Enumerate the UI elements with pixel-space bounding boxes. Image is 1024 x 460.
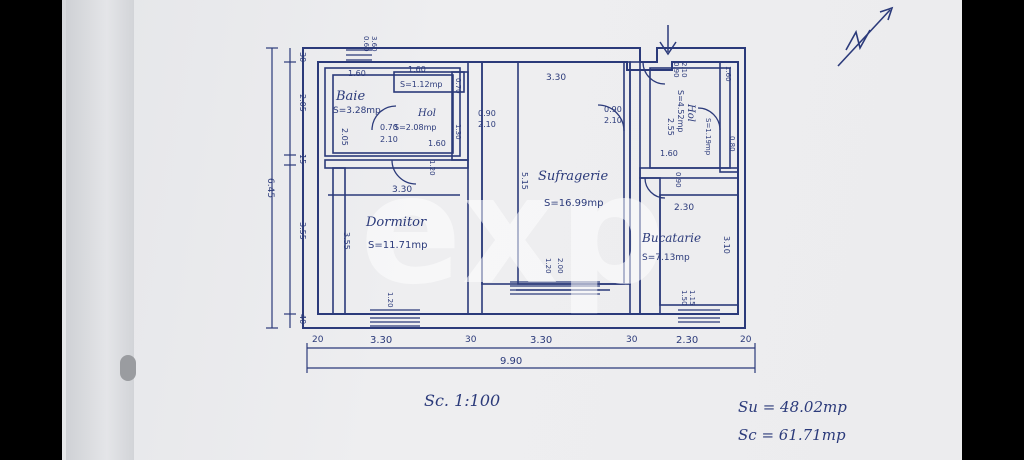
- partitions: [324, 61, 739, 315]
- window-top: 0.60: [362, 36, 370, 52]
- dim-left-top: 30: [298, 52, 307, 62]
- dimension-lines: [266, 47, 756, 373]
- dim-bottom-b: 3.30: [370, 335, 392, 346]
- dim-dormitor-height: 3.55: [342, 232, 351, 250]
- dim-hol1-a: 0.70: [380, 123, 398, 132]
- outer-walls: [302, 47, 746, 329]
- dim-bucatarie-height: 3.10: [722, 236, 731, 254]
- door-hol2: 0.90: [674, 172, 682, 188]
- door-dorm-h: 1.20: [428, 160, 436, 176]
- dim-bottom-e: 30: [626, 335, 638, 345]
- binder-ring: [120, 355, 136, 381]
- door-sufragerie: 1.20: [544, 258, 552, 274]
- dim-baie-height: 2.05: [340, 128, 349, 146]
- door-d2: 0.90: [604, 105, 622, 114]
- dim-left-baie: 2.05: [298, 94, 307, 112]
- dim-dormitor-width: 3.30: [392, 185, 412, 195]
- door-entry-b: 2.10: [680, 62, 688, 78]
- room-name-baie: Baie: [335, 89, 365, 104]
- dim-bottom-f: 2.30: [676, 335, 698, 346]
- dim-hol1-d: 1.30: [454, 124, 462, 140]
- room-area-dormitor: S=11.71mp: [368, 240, 427, 251]
- dim-left-dorm: 3.55: [298, 222, 307, 240]
- door-swings: [371, 61, 721, 199]
- dim-hol2-small-h: 0.80: [728, 136, 736, 152]
- paper-sheet: [62, 0, 962, 460]
- room-name-dormitor: Dormitor: [365, 215, 427, 230]
- area-su: Su = 48.02mp: [738, 398, 847, 416]
- dim-bottom-total: 9.90: [500, 356, 522, 367]
- north-arrow-icon: [837, 6, 894, 67]
- dim-sufragerie-width: 3.30: [546, 73, 566, 83]
- room-name-sufragerie: Sufragerie: [538, 169, 608, 184]
- door-d2b: 2.10: [604, 116, 622, 125]
- door-bucatarie-2: 1.15: [688, 290, 696, 306]
- dim-left-total: 6.45: [265, 178, 275, 198]
- door-bucatarie: 1.50: [680, 290, 688, 306]
- dim-left-bottom: 40: [298, 314, 307, 324]
- watermark: exp: [360, 144, 666, 318]
- dim-sufragerie-height: 5.15: [520, 172, 529, 190]
- dim-bottom-c: 30: [465, 335, 477, 345]
- dim-left-mid: 15: [298, 154, 307, 164]
- dim-hol2-small-v: 1.60: [724, 66, 732, 82]
- room-name-hol1: Hol: [417, 108, 436, 119]
- room-area-hol1: S=2.08mp: [394, 123, 436, 132]
- dim-hol2-height: 2.55: [666, 118, 675, 136]
- dim-baie-width: 1.60: [348, 69, 366, 78]
- room-area-bucatarie: S=7.13mp: [642, 253, 690, 263]
- room-area-sufragerie: S=16.99mp: [544, 198, 603, 209]
- dim-hol2-width: 1.60: [660, 149, 678, 158]
- door-sufragerie-2: 2.00: [556, 258, 564, 274]
- dim-bottom-g: 20: [740, 335, 752, 345]
- door-d1: 0.90: [478, 109, 496, 118]
- window-top-b: 3.60: [370, 36, 378, 52]
- room-area-hol1-top: S=1.12mp: [400, 80, 442, 89]
- dim-hol1-top-v: 0.70: [454, 78, 462, 94]
- door-dormitor: 1.20: [386, 292, 394, 308]
- entry-arrow-icon: [659, 25, 677, 56]
- dim-bucatarie-width: 2.30: [674, 203, 694, 213]
- room-area-hol2-small: S=1.19mp: [704, 118, 712, 156]
- door-d1b: 2.10: [478, 120, 496, 129]
- dim-hol1-c: 1.60: [428, 139, 446, 148]
- room-name-hol2: Hol: [685, 103, 696, 122]
- room-area-hol2: S=4.52mp: [676, 90, 685, 132]
- area-sc: Sc = 61.71mp: [738, 426, 846, 444]
- door-entry: 0.90: [672, 62, 680, 78]
- paper-fold: [66, 0, 134, 460]
- dim-bottom-a: 20: [312, 335, 324, 345]
- dim-hol1-top: 1.60: [408, 65, 426, 74]
- dim-bottom-d: 3.30: [530, 335, 552, 346]
- window-hatches: [346, 49, 720, 327]
- room-name-bucatarie: Bucatarie: [641, 231, 701, 245]
- room-area-baie: S=3.28mp: [333, 106, 381, 116]
- dim-hol1-b: 2.10: [380, 135, 398, 144]
- scale-label: Sc. 1:100: [424, 391, 500, 410]
